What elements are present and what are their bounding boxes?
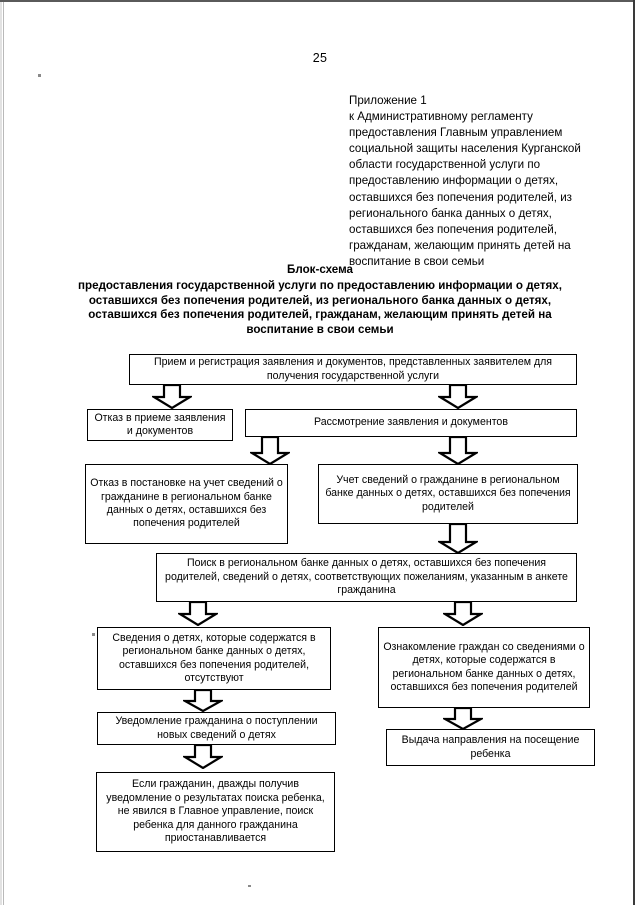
header-line: оставшихся без попечения родителей,	[349, 222, 557, 236]
flow-node-n11: Если гражданин, дважды получив уведомлен…	[96, 772, 335, 852]
header-line: предоставления Главным управлением	[349, 126, 563, 140]
scan-speck	[248, 885, 251, 887]
flow-node-label: Уведомление гражданина о поступлении нов…	[115, 715, 318, 741]
document-title: Блок-схема предоставления государственно…	[62, 263, 578, 338]
flow-arrow-n6-n7	[178, 602, 218, 626]
flow-node-label: Учет сведений о гражданине в регионально…	[325, 473, 571, 513]
header-line: Приложение 1	[349, 94, 427, 107]
title-sub: предоставления государственной услуги по…	[78, 278, 562, 337]
scan-edge-right	[633, 0, 635, 905]
flow-node-label: Ознакомление граждан со сведениями о дет…	[383, 640, 585, 693]
flow-arrow-n1-n2	[152, 385, 192, 409]
header-line: воспитание в свои семьи	[349, 254, 485, 268]
page-number: 25	[312, 51, 328, 65]
header-line: оставшихся без попечения родителей, из	[349, 190, 572, 204]
flow-node-n1: Прием и регистрация заявления и документ…	[129, 354, 577, 385]
scan-speck	[92, 633, 95, 636]
flow-node-label: Если гражданин, дважды получив уведомлен…	[106, 778, 325, 845]
header-line: предоставлению информации о детях,	[349, 174, 559, 188]
flow-arrow-n7-n9	[183, 690, 223, 712]
flow-arrow-n3-n5	[438, 437, 478, 465]
flow-node-n5: Учет сведений о гражданине в регионально…	[318, 464, 578, 524]
flow-node-n6: Поиск в региональном банке данных о детя…	[156, 553, 577, 602]
flow-node-n10: Выдача направления на посещение ребенка	[386, 729, 595, 766]
title-main: Блок-схема	[287, 263, 353, 276]
flow-node-n8: Ознакомление граждан со сведениями о дет…	[378, 627, 590, 708]
flow-node-n4: Отказ в постановке на учет сведений о гр…	[85, 464, 288, 544]
scan-edge-right-margin	[635, 0, 640, 905]
flow-node-n3: Рассмотрение заявления и документов	[245, 409, 577, 437]
header-line: области государственной услуги по	[349, 158, 541, 172]
flow-arrow-n8-n10	[443, 708, 483, 730]
header-line: гражданам, желающим принять детей на	[349, 238, 571, 252]
flow-node-label: Выдача направления на посещение ребенка	[401, 734, 580, 760]
appendix-header-block: Приложение 1 к Административному регламе…	[349, 93, 589, 270]
header-line: социальной защиты населения Курганской	[349, 142, 581, 156]
scan-edge-top	[0, 0, 640, 2]
flow-arrow-n6-n8	[443, 602, 483, 626]
flow-node-label: Отказ в постановке на учет сведений о гр…	[90, 477, 283, 530]
flow-node-n7: Сведения о детях, которые содержатся в р…	[97, 627, 331, 690]
scan-edge-left-outer	[0, 0, 2, 905]
flow-arrow-n5-n6	[438, 524, 478, 554]
flow-node-n2: Отказ в приеме заявления и документов	[87, 409, 233, 441]
flow-node-label: Отказ в приеме заявления и документов	[94, 411, 226, 437]
scan-edge-left	[3, 0, 4, 905]
flow-node-label: Сведения о детях, которые содержатся в р…	[112, 631, 316, 684]
flow-arrow-n1-n3	[438, 385, 478, 409]
scan-speck	[38, 74, 41, 77]
header-line: к Административному регламенту	[349, 110, 533, 124]
flow-node-label: Прием и регистрация заявления и документ…	[153, 356, 553, 382]
flow-node-label: Рассмотрение заявления и документов	[314, 416, 508, 429]
flow-arrow-n3-n4	[250, 437, 290, 465]
flow-node-n9: Уведомление гражданина о поступлении нов…	[97, 712, 336, 745]
flow-node-label: Поиск в региональном банке данных о детя…	[165, 557, 568, 597]
flow-arrow-n9-n11	[183, 745, 223, 769]
header-line: регионального банка данных о детях,	[349, 206, 552, 220]
